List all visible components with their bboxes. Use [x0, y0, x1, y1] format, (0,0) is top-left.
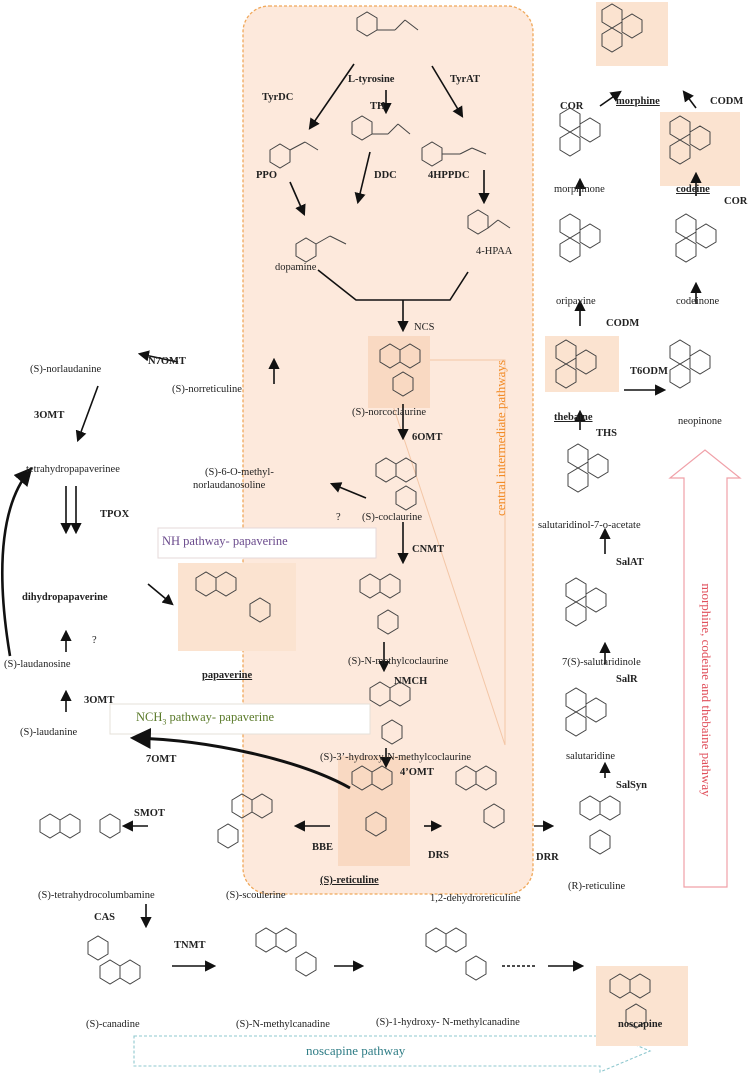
enzyme-codm-top: CODM	[710, 96, 744, 107]
central-triangle-outline	[377, 359, 506, 746]
enzyme-tyrat: TyrAT	[450, 74, 480, 85]
enzyme-4hppdc: 4HPPDC	[428, 170, 470, 181]
nch3-label-pre: NCH	[136, 710, 163, 724]
compound-salutaridinol-acetate: salutaridinol-7-o-acetate	[538, 520, 641, 531]
enzyme-ppo: PPO	[256, 170, 277, 181]
compound-dehydroreticuline: 1,2-dehydroreticuline	[430, 893, 521, 904]
compound-dihydropapaverine: dihydropapaverine	[22, 592, 108, 603]
compound-n-methylcanadine: (S)-N-methylcanadine	[236, 1019, 330, 1030]
enzyme-cnmt: CNMT	[412, 544, 445, 555]
reaction-arrows	[60, 63, 702, 972]
morphine-highlight	[596, 2, 668, 66]
enzyme-7omt: 7OMT	[146, 754, 177, 765]
compound-norreticuline: (S)-norreticuline	[172, 384, 242, 395]
mcp-pathway-label: morphine, codeine and thebaine pathway	[699, 583, 714, 797]
enzyme-tpox: TPOX	[100, 509, 130, 520]
compound-laudanine: (S)-laudanine	[20, 727, 78, 738]
nch3-label-post: pathway- papaverine	[166, 710, 274, 724]
enzyme-n7omt: N7OMT	[148, 356, 186, 367]
compound-morphine: morphine	[616, 96, 660, 107]
nch3-pathway-label: NCH3 pathway- papaverine	[136, 710, 274, 727]
codeine-highlight	[660, 112, 740, 186]
enzyme-nmch: NMCH	[394, 676, 428, 687]
compound-6-o-methyl-line2: norlaudanosoline	[193, 480, 266, 491]
noscapine-pathway-label: noscapine pathway	[306, 1043, 406, 1058]
compound-salutaridine: salutaridine	[566, 751, 615, 762]
compound-salutaridinole: 7(S)-salutaridinole	[562, 657, 641, 668]
enzyme-tyrdc: TyrDC	[262, 92, 294, 103]
enzyme-t6odm: T6ODM	[630, 366, 668, 377]
noscapine-highlight	[596, 966, 688, 1046]
enzyme-ncs: NCS	[414, 322, 435, 333]
compound-4-hpaa: 4-HPAA	[476, 246, 513, 257]
laudanosine-curved-arrow	[0, 467, 33, 657]
compound-laudanosine: (S)-laudanosine	[4, 659, 71, 670]
enzyme-cor-mid: COR	[724, 196, 748, 207]
enzyme-bbe: BBE	[312, 842, 334, 853]
compound-norlaudanine: (S)-norlaudanine	[30, 364, 102, 375]
reticuline-highlight	[338, 756, 410, 866]
compound-3-hydroxy-n-methylcoclaurine: (S)-3’-hydroxy-N-methylcoclaurine	[320, 752, 472, 763]
compound-noscapine: noscapine	[618, 1019, 663, 1030]
enzyme-salr: SalR	[616, 674, 638, 685]
compound-canadine: (S)-canadine	[86, 1019, 140, 1030]
unknown-enzyme-2: ?	[92, 635, 97, 646]
enzyme-tnmt: TNMT	[174, 940, 206, 951]
compound-coclaurine: (S)-coclaurine	[362, 512, 423, 523]
enzyme-smot: SMOT	[134, 808, 165, 819]
enzyme-3omt-top: 3OMT	[34, 410, 65, 421]
compound-codeinone: codeinone	[676, 296, 720, 307]
nch3-pathway-band	[109, 703, 371, 735]
compound-dopamine: dopamine	[275, 262, 317, 273]
nh-pathway-band	[157, 527, 377, 559]
compound-tetrahydropapaverine: tetrahydropapaverinee	[26, 464, 120, 475]
enzyme-ddc: DDC	[374, 170, 397, 181]
compound-6-o-methyl-line1: (S)-6-O-methyl-	[205, 467, 274, 478]
enzyme-drs: DRS	[428, 850, 450, 861]
compound-tetrahydrocolumbamine: (S)-tetrahydrocolumbamine	[38, 890, 155, 901]
compound-r-reticuline: (R)-reticuline	[568, 881, 626, 892]
mcp-pathway-arrow	[668, 449, 742, 888]
enzyme-6omt: 6OMT	[412, 432, 443, 443]
enzyme-cas: CAS	[94, 912, 116, 923]
compound-1-hydroxy-n-methylcanadine: (S)-1-hydroxy- N-methylcanadine	[376, 1017, 520, 1028]
compound-n-methylcoclaurine: (S)-N-methylcoclaurine	[348, 656, 449, 667]
thebaine-highlight	[545, 336, 619, 392]
compound-neopinone: neopinone	[678, 416, 722, 427]
central-pathway-label: central intermediate pathways	[493, 360, 508, 516]
enzyme-codm-mid: CODM	[606, 318, 640, 329]
nch3-label-sub: 3	[162, 717, 167, 727]
enzyme-cor-top: COR	[560, 101, 584, 112]
unknown-enzyme-1: ?	[336, 512, 341, 523]
compound-papaverine: papaverine	[202, 670, 253, 681]
compound-l-tyrosine: L-tyrosine	[348, 74, 395, 85]
compound-thebaine: thebaine	[554, 412, 593, 423]
structure-sketches	[39, 3, 717, 1029]
omt7-curved-arrow	[129, 727, 351, 790]
central-pathway-box	[242, 5, 534, 895]
compound-codeine: codeine	[676, 184, 710, 195]
compound-s-reticuline: (S)-reticuline	[320, 875, 379, 886]
enzyme-salat: SalAT	[616, 557, 644, 568]
enzyme-4omt: 4’OMT	[400, 767, 434, 778]
enzyme-salsyn: SalSyn	[616, 780, 647, 791]
enzyme-3omt-bottom: 3OMT	[84, 695, 115, 706]
enzyme-ths: THS	[596, 428, 618, 439]
norcoclaurine-highlight	[368, 336, 430, 408]
compound-oripavine: oripavine	[556, 296, 596, 307]
compound-morphinone: morphinone	[554, 184, 605, 195]
nh-pathway-label: NH pathway- papaverine	[162, 534, 288, 548]
enzyme-th: TH	[370, 101, 386, 112]
compound-scoulerine: (S)-scoulerine	[226, 890, 286, 901]
enzyme-drr: DRR	[536, 852, 559, 863]
papaverine-highlight	[178, 563, 296, 651]
compound-norcoclaurine: (S)-norcoclaurine	[352, 407, 427, 418]
